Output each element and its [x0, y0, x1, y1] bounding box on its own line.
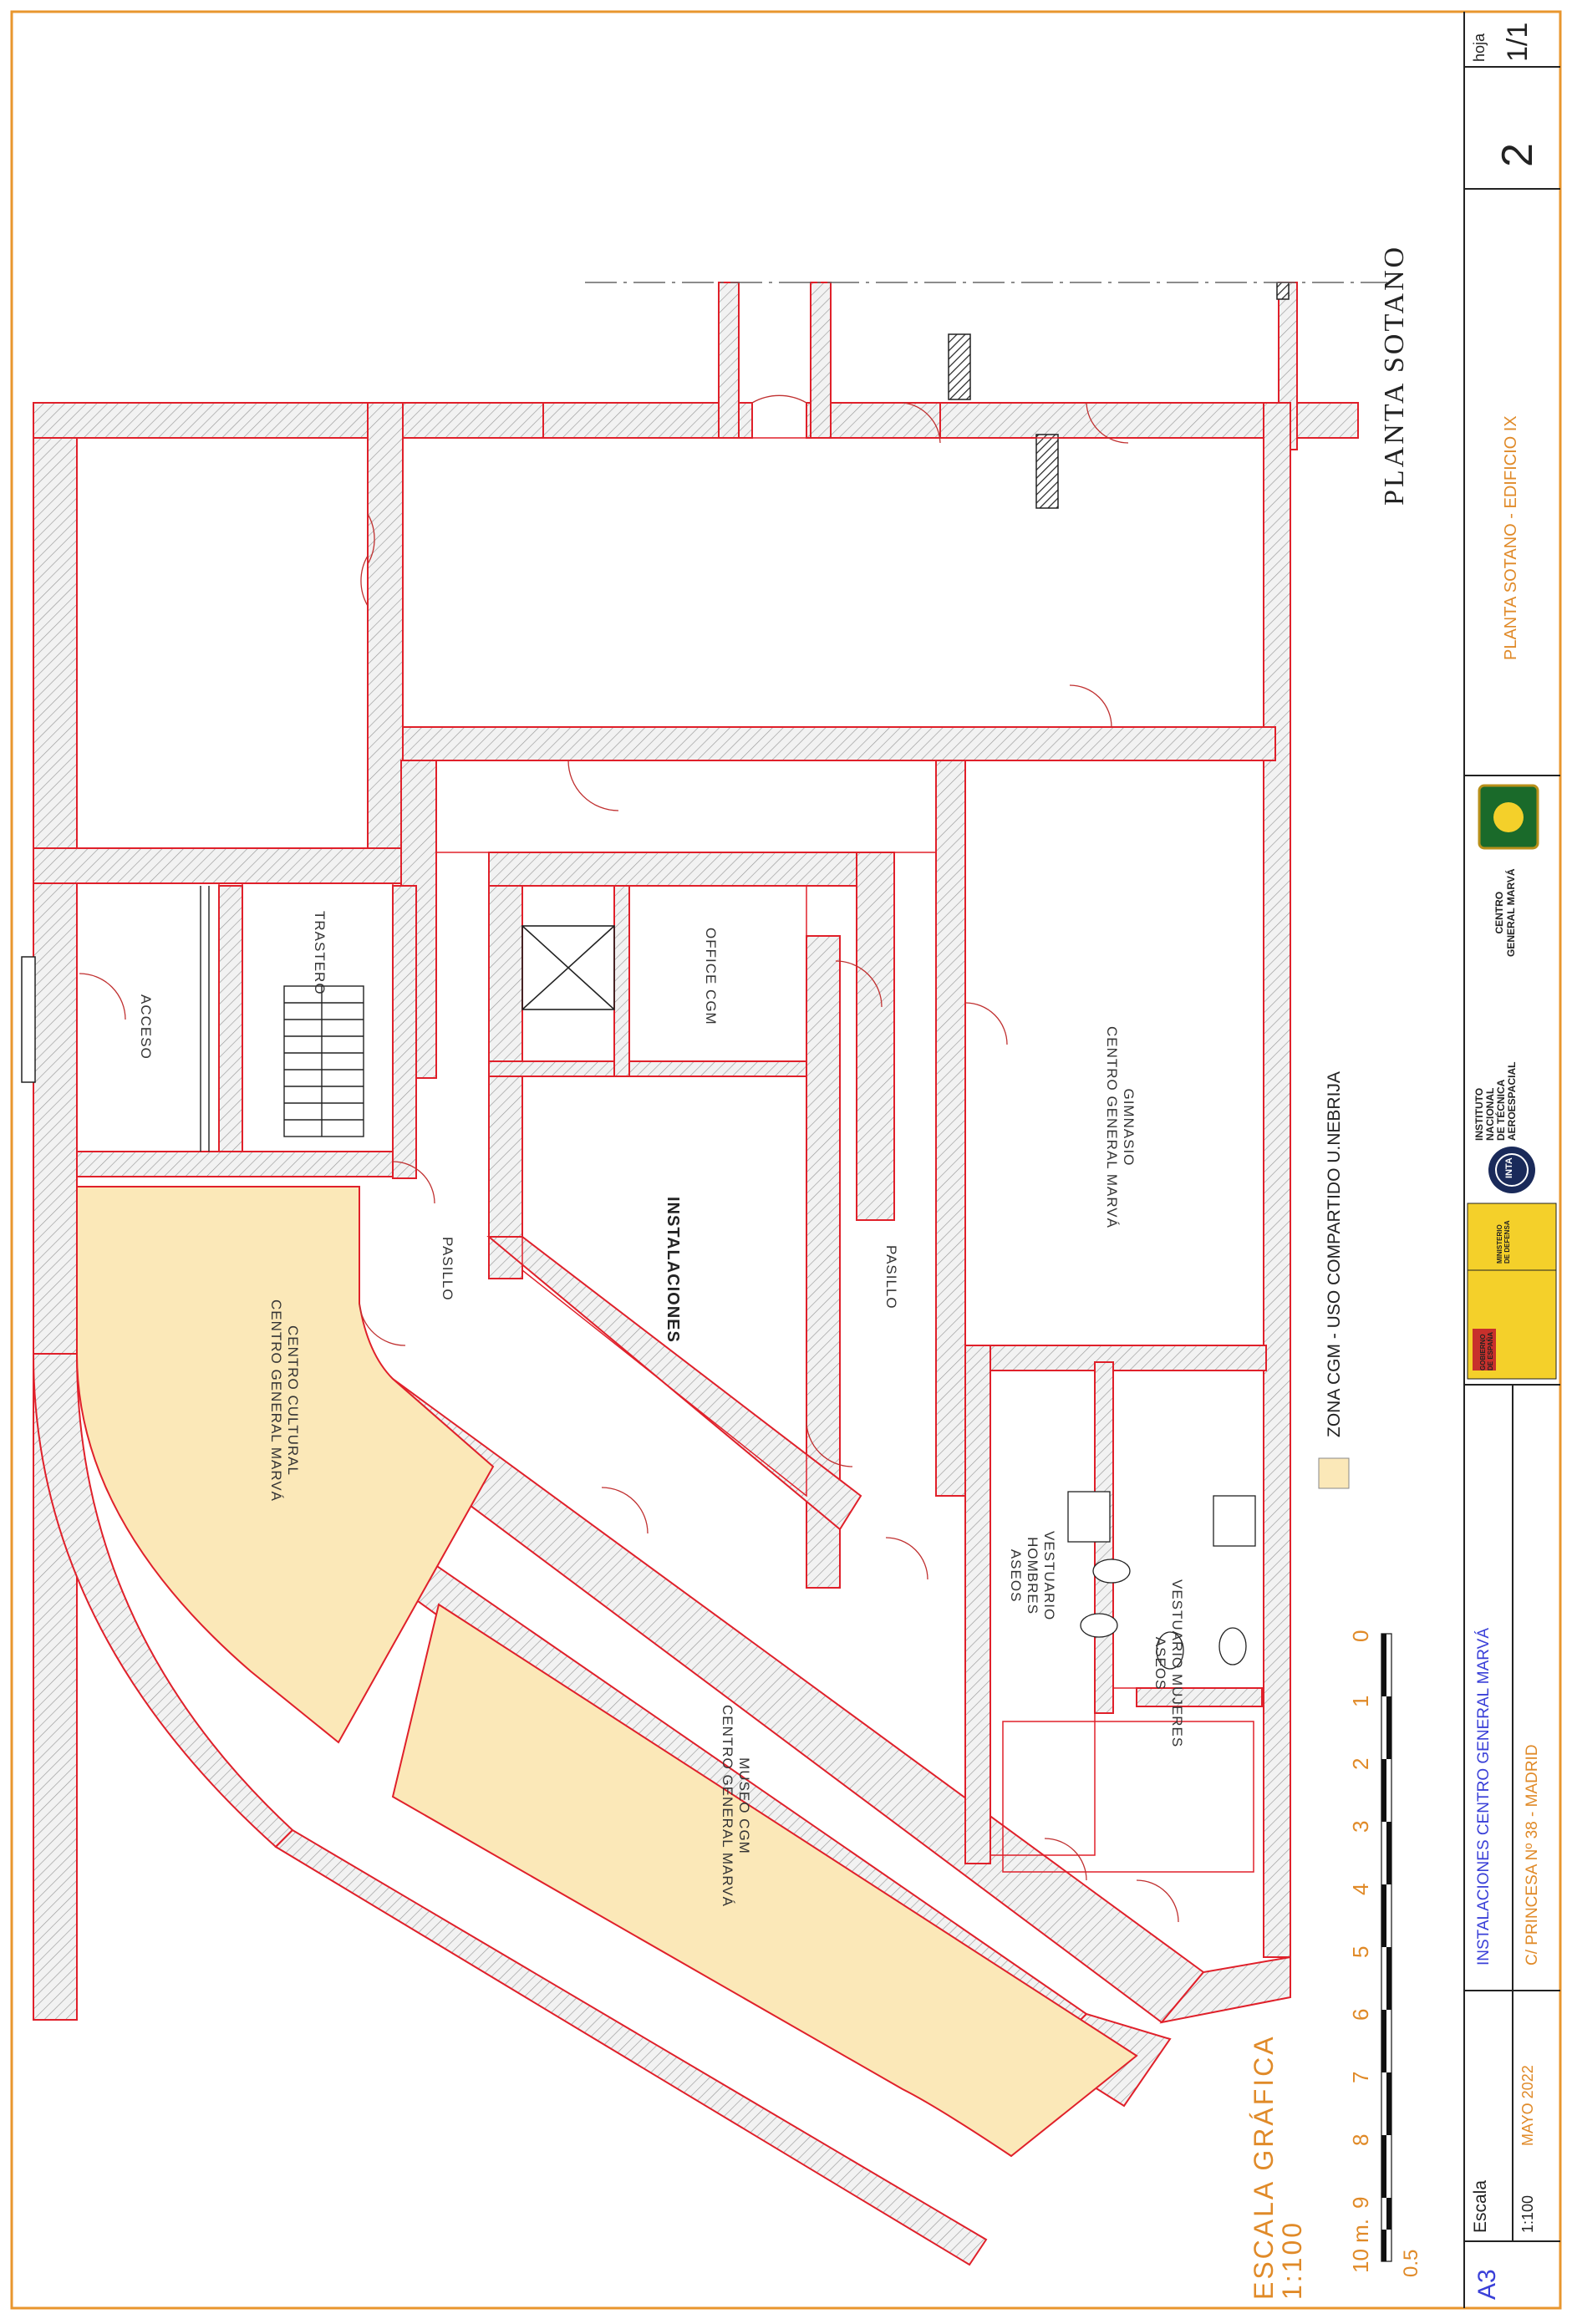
- entrance-step: [21, 956, 36, 1083]
- drawing-title: PLANTA SOTANO - EDIFICIO IX: [1502, 415, 1520, 660]
- scale-caption: Escala: [1471, 2179, 1490, 2233]
- sanitary-fixtures: [1067, 1491, 1256, 1670]
- scale-tick-0: 0: [1348, 1630, 1373, 1642]
- room-pasillo-2: PASILLO: [883, 1245, 899, 1309]
- scale-title: ESCALA GRÁFICA 1:100: [1249, 2034, 1307, 2300]
- scale-value: 1:100: [1519, 2194, 1536, 2233]
- sheet-size: A3: [1473, 2269, 1501, 2300]
- floor-name: PLANTA SOTANO: [1379, 244, 1410, 506]
- graphic-scale-bar: [1381, 1633, 1392, 2262]
- project-address: C/ PRINCESA Nº 38 - MADRID: [1524, 1744, 1541, 1965]
- doors: [79, 394, 1179, 1923]
- room-museo: MUSEO CGM CENTRO GENERAL MARVÁ: [720, 1705, 752, 1907]
- sheet-caption: hoja: [1471, 33, 1488, 62]
- room-gimnasio: GIMNASIO CENTRO GENERAL MARVÁ: [1104, 1026, 1137, 1228]
- logo-inta-text: INSTITUTO NACIONAL DE TÉCNICA AEROESPACI…: [1473, 1061, 1518, 1141]
- room-pasillo-1: PASILLO: [440, 1237, 455, 1301]
- scale-tick-10: 10 m.: [1348, 2218, 1373, 2273]
- scale-tick-5: 5: [1348, 1945, 1373, 1958]
- project-name: INSTALACIONES CENTRO GENERAL MARVÁ: [1475, 1627, 1493, 1965]
- scale-tick-3: 3: [1348, 1820, 1373, 1833]
- zone-museo: [391, 1603, 1138, 2158]
- scale-tick-1: 1: [1348, 1695, 1373, 1707]
- room-vestuario-mujeres: VESTUARIO MUJERES ASEOS: [1152, 1579, 1185, 1748]
- scale-tick-9: 9: [1348, 2196, 1373, 2209]
- title-block: [1463, 12, 1560, 2308]
- elevator: [521, 925, 615, 1010]
- scale-tick-6: 6: [1348, 2008, 1373, 2021]
- logo-cgm-text: CENTRO GENERAL MARVÁ: [1493, 868, 1517, 957]
- scale-tick-7: 7: [1348, 2071, 1373, 2083]
- drawing-number: 2: [1493, 143, 1542, 167]
- logo-gobierno-text: GOBIERNO DE ESPAÑA: [1479, 1331, 1494, 1370]
- room-vestuario-hombres: VESTUARIO HOMBRES ASEOS: [1008, 1531, 1057, 1621]
- room-trastero: TRASTERO: [312, 911, 328, 995]
- room-lines: [76, 437, 1264, 1873]
- date: MAYO 2022: [1519, 2065, 1536, 2146]
- shared-zones: [76, 1186, 1138, 2158]
- scale-tick-half: 0.5: [1400, 2249, 1422, 2277]
- room-acceso: ACCESO: [138, 994, 154, 1060]
- room-office-cgm: OFFICE CGM: [703, 928, 719, 1025]
- scale-tick-2: 2: [1348, 1757, 1373, 1770]
- scale-tick-8: 8: [1348, 2133, 1373, 2146]
- sheet-border: [10, 10, 1562, 2310]
- legend-text: ZONA CGM - USO COMPARTIDO U.NEBRIJA: [1325, 1071, 1344, 1437]
- stairs: [200, 886, 364, 1152]
- legend-swatch: [1318, 1457, 1350, 1489]
- logo-ministerio-text: MINISTERIO DE DEFENSA: [1496, 1220, 1511, 1264]
- logos: [1467, 784, 1557, 1380]
- room-instalaciones: INSTALACIONES: [664, 1197, 682, 1343]
- columns: [948, 282, 1290, 509]
- logo-inta-mark: INTA: [1504, 1157, 1514, 1178]
- scale-tick-4: 4: [1348, 1883, 1373, 1895]
- zone-centro-cultural: [76, 1186, 495, 1744]
- room-centro-cultural: CENTRO CULTURAL CENTRO GENERAL MARVÁ: [268, 1299, 301, 1502]
- sheet-count: 1/1: [1502, 22, 1534, 62]
